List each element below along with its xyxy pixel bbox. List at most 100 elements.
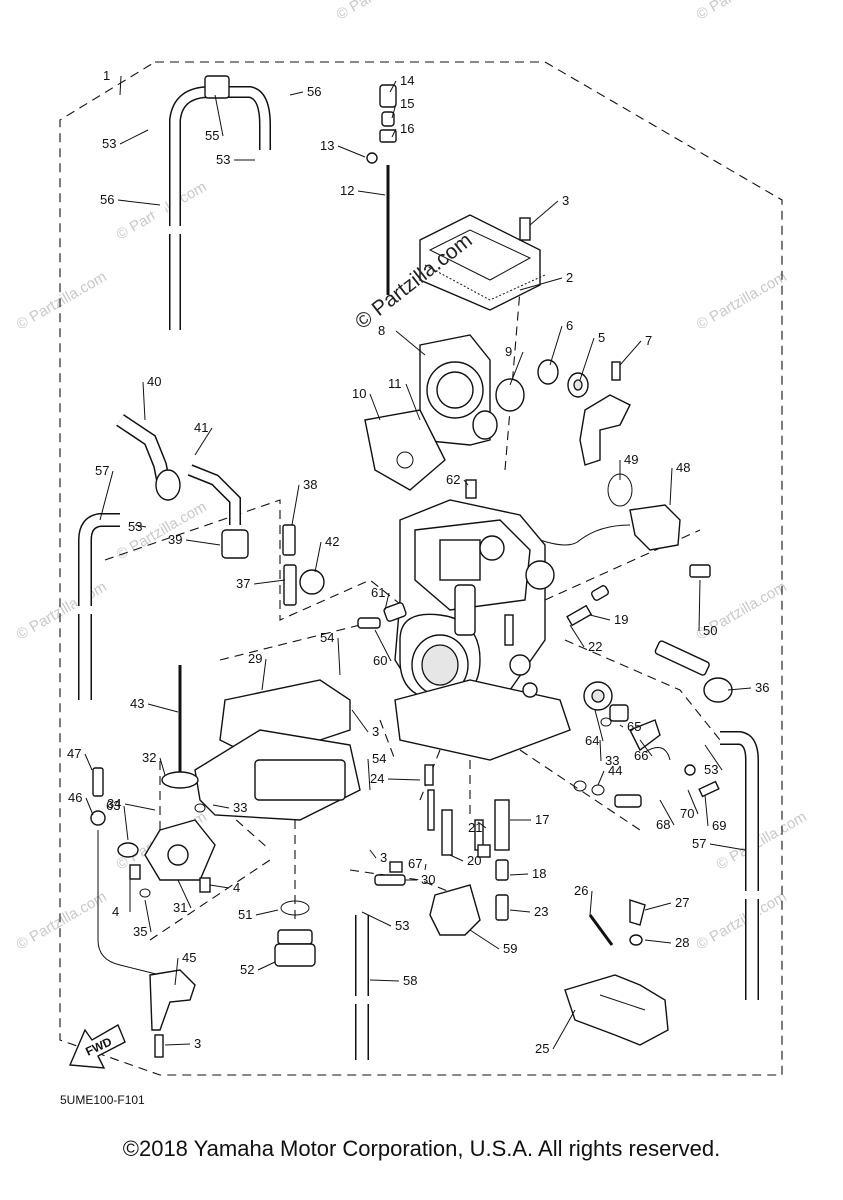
- svg-text:© Partzilla.com: © Partzilla.com: [714, 808, 810, 873]
- callout-22: 22: [588, 639, 602, 654]
- callout-43: 43: [130, 696, 144, 711]
- callout-41: 41: [194, 420, 208, 435]
- callout-53: 53: [216, 152, 230, 167]
- callout-48: 48: [676, 460, 690, 475]
- carburetor-body: [394, 499, 571, 761]
- leader-lines: [84, 75, 752, 1050]
- leader-line-56: [289, 91, 304, 96]
- callout-18: 18: [532, 866, 546, 881]
- leader-line-53: [361, 911, 392, 927]
- assembly-boundary: [59, 61, 783, 1076]
- leader-line-26: [589, 890, 593, 916]
- callout-52: 52: [240, 962, 254, 977]
- leader-line-58: [369, 979, 400, 982]
- diagram-code: 5UME100-F101: [60, 1093, 145, 1107]
- callout-65: 65: [627, 719, 641, 734]
- callout-labels: 1233334456789101112131415161718192021222…: [67, 68, 769, 1056]
- leader-line-60: [374, 629, 392, 662]
- leader-line-45: [174, 957, 179, 986]
- callout-14: 14: [400, 73, 414, 88]
- callout-11: 11: [388, 376, 402, 391]
- callout-47: 47: [67, 746, 81, 761]
- callout-58: 58: [403, 973, 417, 988]
- leader-line-19: [589, 614, 611, 621]
- leader-line-27: [644, 902, 672, 911]
- leader-line-57: [709, 843, 746, 851]
- throttle-link-group: [537, 359, 631, 466]
- callout-35: 35: [133, 924, 147, 939]
- lower-parts-group: [429, 884, 669, 1046]
- callout-9: 9: [505, 344, 512, 359]
- leader-line-8: [395, 330, 426, 356]
- callout-54: 54: [320, 630, 334, 645]
- callout-37: 37: [236, 576, 250, 591]
- leader-line-6: [549, 325, 563, 366]
- leader-line-62: [463, 479, 469, 486]
- leader-line-59: [469, 929, 500, 950]
- callout-44: 44: [608, 763, 622, 778]
- leader-line-2: [519, 277, 563, 291]
- leader-line-61: [384, 592, 390, 611]
- callout-19: 19: [614, 612, 628, 627]
- leader-line-36: [727, 687, 752, 691]
- callout-62: 62: [446, 472, 460, 487]
- leader-line-21: [477, 821, 487, 829]
- leader-line-33: [599, 739, 602, 762]
- leader-line-68: [659, 799, 675, 826]
- leader-line-28: [644, 939, 672, 944]
- callout-55: 55: [205, 128, 219, 143]
- callout-6: 6: [566, 318, 573, 333]
- callout-2: 2: [566, 270, 573, 285]
- callout-26: 26: [574, 883, 588, 898]
- svg-text:© Partzilla.com: © Partzilla.com: [14, 888, 110, 953]
- svg-text:© Partzilla.com: © Partzilla.com: [694, 268, 790, 333]
- callout-68: 68: [656, 817, 670, 832]
- callout-63: 63: [106, 798, 120, 813]
- leader-line-50: [698, 579, 701, 632]
- callout-36: 36: [755, 680, 769, 695]
- leader-line-14: [389, 80, 397, 93]
- leader-line-37: [253, 579, 286, 585]
- leader-line-12: [357, 190, 386, 196]
- callout-3: 3: [380, 850, 387, 865]
- leader-line-55: [214, 94, 224, 137]
- callout-46: 46: [68, 790, 82, 805]
- callout-64: 64: [585, 733, 599, 748]
- leader-line-29: [261, 658, 267, 691]
- leader-line-16: [391, 128, 397, 138]
- callout-3: 3: [194, 1036, 201, 1051]
- leader-line-20: [449, 854, 464, 862]
- callout-45: 45: [182, 950, 196, 965]
- callout-50: 50: [703, 623, 717, 638]
- vent-hose-assembly: [152, 72, 314, 330]
- callout-3: 3: [372, 724, 379, 739]
- leader-line-66: [639, 739, 653, 757]
- callout-42: 42: [325, 534, 339, 549]
- leader-line-23: [509, 909, 531, 913]
- leader-line-22: [569, 624, 585, 648]
- leader-line-34: [124, 803, 156, 811]
- leader-line-15: [391, 103, 397, 119]
- leader-line-31: [177, 879, 192, 909]
- leader-line-3: [529, 200, 559, 226]
- hot-start-group: [566, 585, 733, 703]
- leader-line-51: [255, 909, 279, 916]
- leader-line-24: [387, 778, 421, 781]
- callout-7: 7: [645, 333, 652, 348]
- leader-line-53: [704, 744, 723, 771]
- leader-line-56: [117, 199, 161, 206]
- leader-line-44: [597, 770, 605, 786]
- callout-30: 30: [421, 872, 435, 887]
- leader-line-32: [159, 757, 166, 776]
- leader-line-69: [704, 794, 709, 827]
- leader-line-54: [337, 637, 341, 676]
- callout-54: 54: [372, 751, 386, 766]
- leader-line-3: [369, 849, 377, 859]
- leader-line-35: [144, 899, 152, 933]
- callout-27: 27: [675, 895, 689, 910]
- svg-text:© Partzilla.com: © Partzilla.com: [694, 0, 790, 23]
- svg-text:© Partzilla.com: © Partzilla.com: [334, 0, 430, 23]
- callout-1: 1: [103, 68, 110, 83]
- callout-53: 53: [704, 762, 718, 777]
- callout-70: 70: [680, 806, 694, 821]
